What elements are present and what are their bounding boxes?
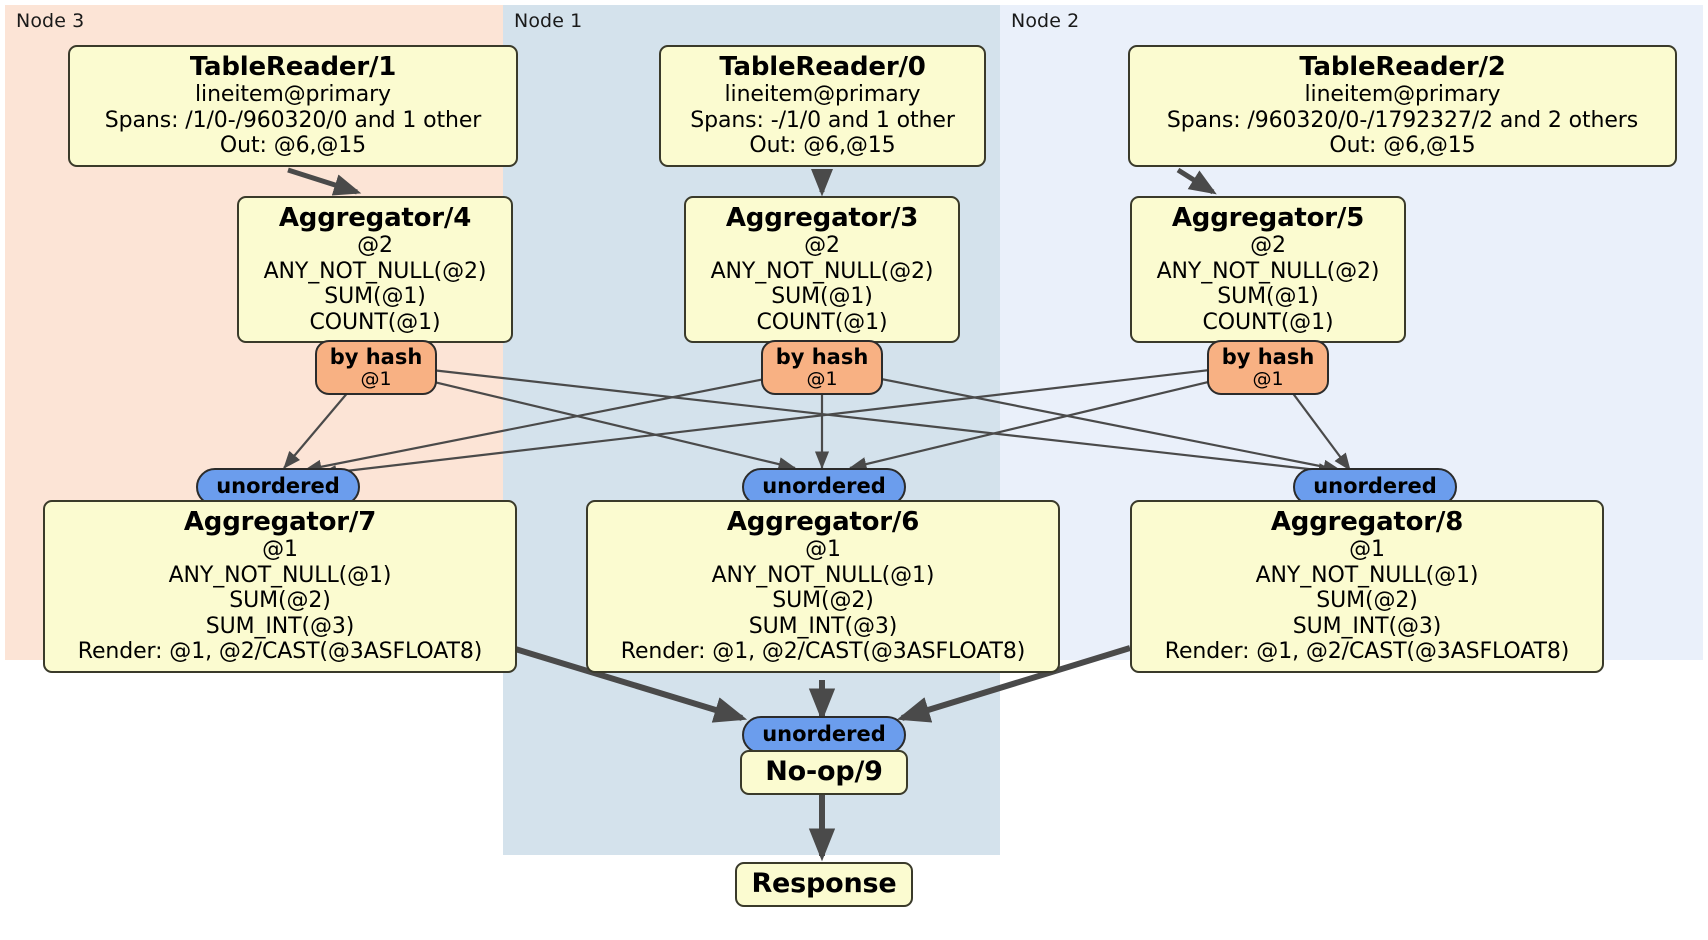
synchronizer-label: unordered xyxy=(1313,474,1437,499)
processor-title: TableReader/1 xyxy=(189,52,397,82)
synchronizer-final[interactable]: unordered xyxy=(742,716,906,754)
processor-title: Aggregator/6 xyxy=(726,507,920,537)
processor-title: Aggregator/5 xyxy=(1171,203,1365,233)
processor-detail: @1 xyxy=(1349,537,1385,563)
processor-title: Aggregator/8 xyxy=(1270,507,1464,537)
processor-detail: ANY_NOT_NULL(@2) xyxy=(1156,258,1380,284)
processor-detail: @1 xyxy=(262,537,298,563)
processor-detail: COUNT(@1) xyxy=(756,309,888,335)
processor-aggregator-5[interactable]: Aggregator/5 @2 ANY_NOT_NULL(@2) SUM(@1)… xyxy=(1130,196,1406,344)
router-column: @1 xyxy=(360,368,392,391)
processor-detail: COUNT(@1) xyxy=(1202,309,1334,335)
processor-title: Aggregator/4 xyxy=(278,203,472,233)
processor-aggregator-4[interactable]: Aggregator/4 @2 ANY_NOT_NULL(@2) SUM(@1)… xyxy=(237,196,513,344)
processor-title: No-op/9 xyxy=(765,756,883,787)
processor-noop-9[interactable]: No-op/9 xyxy=(740,750,908,796)
processor-detail: Render: @1, @2/CAST(@3ASFLOAT8) xyxy=(620,639,1026,665)
processor-detail: @2 xyxy=(804,233,840,259)
processor-detail: Spans: /1/0-/960320/0 and 1 other xyxy=(104,107,482,133)
processor-detail: ANY_NOT_NULL(@1) xyxy=(1255,562,1479,588)
processor-detail: SUM(@1) xyxy=(1217,284,1319,310)
node-label-node2: Node 2 xyxy=(1011,10,1080,32)
router-column: @1 xyxy=(1252,368,1284,391)
hash-router-aggregator-4[interactable]: by hash @1 xyxy=(315,340,437,395)
processor-detail: ANY_NOT_NULL(@2) xyxy=(263,258,487,284)
processor-detail: @2 xyxy=(357,233,393,259)
node-label-node3: Node 3 xyxy=(16,10,85,32)
router-column: @1 xyxy=(806,368,838,391)
processor-title: TableReader/2 xyxy=(1299,52,1506,82)
node-label-node1: Node 1 xyxy=(514,10,583,32)
processor-detail: SUM(@1) xyxy=(324,284,426,310)
processor-detail: Spans: /960320/0-/1792327/2 and 2 others xyxy=(1166,107,1639,133)
processor-detail: Out: @6,@15 xyxy=(1329,133,1476,159)
processor-detail: lineitem@primary xyxy=(1304,82,1501,108)
hash-router-aggregator-5[interactable]: by hash @1 xyxy=(1207,340,1329,395)
processor-title: Response xyxy=(751,868,897,899)
processor-detail: Out: @6,@15 xyxy=(749,133,896,159)
processor-title: TableReader/0 xyxy=(719,52,926,82)
processor-aggregator-3[interactable]: Aggregator/3 @2 ANY_NOT_NULL(@2) SUM(@1)… xyxy=(684,196,960,344)
synchronizer-label: unordered xyxy=(762,474,886,499)
router-label: by hash xyxy=(329,345,423,369)
hash-router-aggregator-3[interactable]: by hash @1 xyxy=(761,340,883,395)
processor-detail: SUM_INT(@3) xyxy=(205,613,355,639)
processor-detail: Out: @6,@15 xyxy=(219,133,367,159)
processor-detail: SUM(@2) xyxy=(229,588,331,614)
processor-detail: SUM_INT(@3) xyxy=(748,613,898,639)
synchronizer-label: unordered xyxy=(762,722,886,747)
processor-title: Aggregator/7 xyxy=(183,507,377,537)
processor-detail: ANY_NOT_NULL(@1) xyxy=(711,562,935,588)
processor-detail: lineitem@primary xyxy=(195,82,391,108)
router-label: by hash xyxy=(775,345,869,369)
processor-detail: Spans: -/1/0 and 1 other xyxy=(690,107,955,133)
processor-detail: @1 xyxy=(805,537,841,563)
processor-detail: @2 xyxy=(1250,233,1286,259)
processor-response[interactable]: Response xyxy=(735,862,913,908)
processor-detail: COUNT(@1) xyxy=(309,309,441,335)
processor-table-reader-0[interactable]: TableReader/0 lineitem@primary Spans: -/… xyxy=(659,45,986,167)
processor-detail: ANY_NOT_NULL(@1) xyxy=(168,562,392,588)
processor-detail: Render: @1, @2/CAST(@3ASFLOAT8) xyxy=(1164,639,1570,665)
processor-detail: SUM(@2) xyxy=(772,588,874,614)
processor-aggregator-6[interactable]: Aggregator/6 @1 ANY_NOT_NULL(@1) SUM(@2)… xyxy=(586,500,1060,673)
processor-table-reader-1[interactable]: TableReader/1 lineitem@primary Spans: /1… xyxy=(68,45,518,167)
processor-detail: lineitem@primary xyxy=(724,82,921,108)
processor-table-reader-2[interactable]: TableReader/2 lineitem@primary Spans: /9… xyxy=(1128,45,1677,167)
processor-detail: SUM(@1) xyxy=(771,284,873,310)
processor-detail: SUM(@2) xyxy=(1316,588,1418,614)
synchronizer-label: unordered xyxy=(216,474,340,499)
processor-aggregator-8[interactable]: Aggregator/8 @1 ANY_NOT_NULL(@1) SUM(@2)… xyxy=(1130,500,1604,673)
processor-aggregator-7[interactable]: Aggregator/7 @1 ANY_NOT_NULL(@1) SUM(@2)… xyxy=(43,500,517,673)
processor-detail: ANY_NOT_NULL(@2) xyxy=(710,258,934,284)
processor-detail: Render: @1, @2/CAST(@3ASFLOAT8) xyxy=(77,639,483,665)
processor-title: Aggregator/3 xyxy=(725,203,919,233)
processor-detail: SUM_INT(@3) xyxy=(1292,613,1442,639)
router-label: by hash xyxy=(1221,345,1315,369)
